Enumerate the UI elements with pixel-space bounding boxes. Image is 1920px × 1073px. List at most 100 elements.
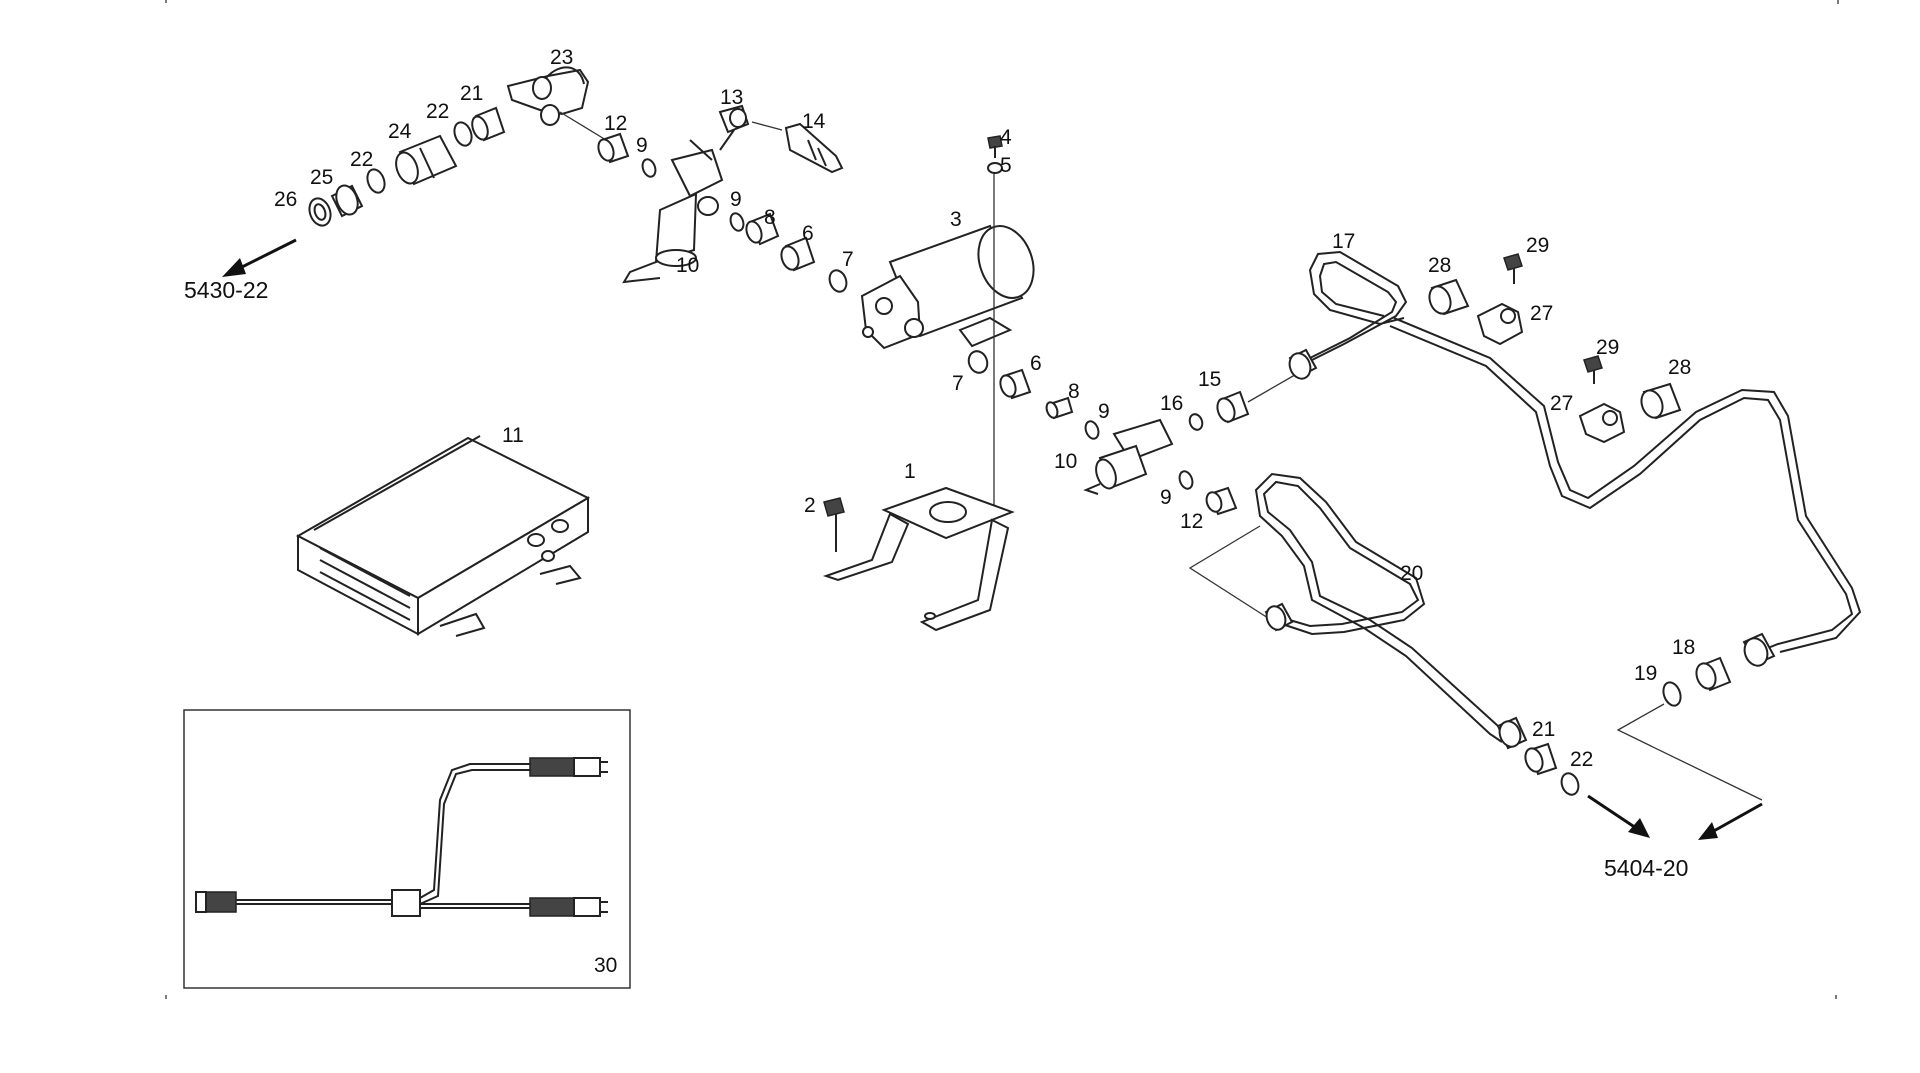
bolt-4 [987, 135, 1003, 158]
callout-26: 26 [274, 188, 297, 211]
bolt-2 [823, 497, 845, 552]
adapter-24 [395, 134, 458, 186]
callout-28-lower: 28 [1668, 356, 1691, 379]
pipe-17 [1288, 250, 1862, 667]
control-box-11 [295, 435, 591, 637]
reference-left: 5430-22 [184, 277, 268, 303]
callout-21-lower: 21 [1532, 718, 1555, 741]
callout-5: 5 [1000, 154, 1012, 177]
washer-19 [1662, 681, 1682, 707]
o-ring-22-upper [453, 121, 473, 147]
fitting-18 [1695, 656, 1732, 692]
fitting-6 [780, 236, 816, 272]
callout-9-lower: 9 [1160, 486, 1172, 509]
callout-1: 1 [904, 460, 916, 483]
callout-4: 4 [1000, 126, 1012, 149]
callout-8-left: 8 [764, 206, 776, 229]
fitting-12-center [1205, 486, 1238, 516]
callout-9-mid: 9 [730, 188, 742, 211]
center-fittings [999, 368, 1301, 516]
washer-9-center [1084, 420, 1100, 440]
callout-6-center: 6 [1030, 352, 1042, 375]
callout-14: 14 [802, 110, 826, 133]
callout-11: 11 [502, 424, 524, 447]
left-fitting-chain [308, 66, 848, 293]
callout-9-center: 9 [1098, 400, 1110, 423]
solenoid-valve-10 [622, 139, 724, 284]
callout-27-upper: 27 [1530, 302, 1553, 325]
callout-22-upper: 22 [426, 100, 449, 123]
callout-10-center: 10 [1054, 450, 1077, 473]
callout-9-top: 9 [636, 134, 648, 157]
fitting-8 [745, 212, 780, 246]
hose-nozzle-14 [784, 122, 844, 174]
callout-12-center: 12 [1180, 510, 1203, 533]
callout-28-upper: 28 [1428, 254, 1451, 277]
callout-2: 2 [804, 494, 816, 517]
washer-9 [641, 158, 657, 178]
bracket-23 [506, 66, 590, 126]
pipe-20 [1254, 472, 1528, 750]
fitting-6-center [999, 368, 1032, 400]
callout-16: 16 [1160, 392, 1183, 415]
reference-right: 5404-20 [1604, 855, 1688, 881]
bracket-1 [822, 486, 1015, 632]
arrow-right-b [1698, 802, 1763, 840]
washer-16 [1188, 413, 1204, 431]
callout-27-lower: 27 [1550, 392, 1573, 415]
callout-19: 19 [1634, 662, 1657, 685]
solenoid-valve-10-center [1083, 418, 1174, 495]
washer-9-lower [1178, 470, 1194, 490]
callout-23: 23 [550, 46, 573, 69]
bolt-29-upper [1503, 253, 1523, 284]
fitting-12 [597, 132, 630, 164]
nipple-21-lower [1524, 742, 1558, 776]
o-ring-22 [366, 168, 386, 194]
clamp-27-lower [1578, 402, 1626, 444]
callout-20: 20 [1400, 562, 1423, 585]
callout-15: 15 [1198, 368, 1221, 391]
callout-13: 13 [720, 86, 743, 109]
fitting-8-center [1045, 396, 1074, 420]
callout-7-center: 7 [952, 372, 964, 395]
callout-10-left: 10 [676, 254, 699, 277]
callout-6-left: 6 [802, 222, 814, 245]
callout-25: 25 [310, 166, 333, 189]
callout-24: 24 [388, 120, 412, 143]
pump-3 [860, 224, 1035, 350]
washer-9-mid [729, 212, 745, 232]
leader-19-ref [1616, 703, 1763, 801]
washer-5 [987, 162, 1003, 174]
callout-3: 3 [950, 208, 962, 231]
leader-12-20 [1188, 525, 1269, 619]
o-ring-7-lower [967, 350, 989, 374]
callout-18: 18 [1672, 636, 1695, 659]
clamp-27-upper [1476, 302, 1524, 346]
nut-25 [330, 184, 364, 218]
arrow-right-a [1587, 794, 1650, 838]
callout-22-lower: 22 [1570, 748, 1593, 771]
callout-8-center: 8 [1068, 380, 1080, 403]
corner-marks [165, 0, 1839, 999]
clamp-upper [1428, 253, 1524, 346]
callout-labels: 1 2 3 4 5 6 6 7 7 8 8 9 9 9 9 10 10 11 1… [274, 46, 1695, 977]
o-ring-7 [828, 269, 848, 293]
nipple-21 [471, 106, 506, 142]
elbow-13 [718, 104, 750, 151]
callout-29-upper: 29 [1526, 234, 1549, 257]
o-ring-22-lower [1560, 772, 1580, 796]
callout-30: 30 [594, 954, 617, 977]
harness-30-box [183, 709, 631, 989]
callout-22-left: 22 [350, 148, 373, 171]
clamp-lower [1578, 355, 1682, 444]
callout-7-left: 7 [842, 248, 854, 271]
callout-17: 17 [1332, 230, 1355, 253]
cable-harness-30 [195, 757, 608, 917]
fitting-15 [1216, 390, 1250, 424]
arrow-left [222, 238, 297, 277]
bolt-29-lower [1583, 355, 1603, 384]
callout-29-lower: 29 [1596, 336, 1619, 359]
callout-21-top: 21 [460, 82, 483, 105]
callout-12-top: 12 [604, 112, 627, 135]
